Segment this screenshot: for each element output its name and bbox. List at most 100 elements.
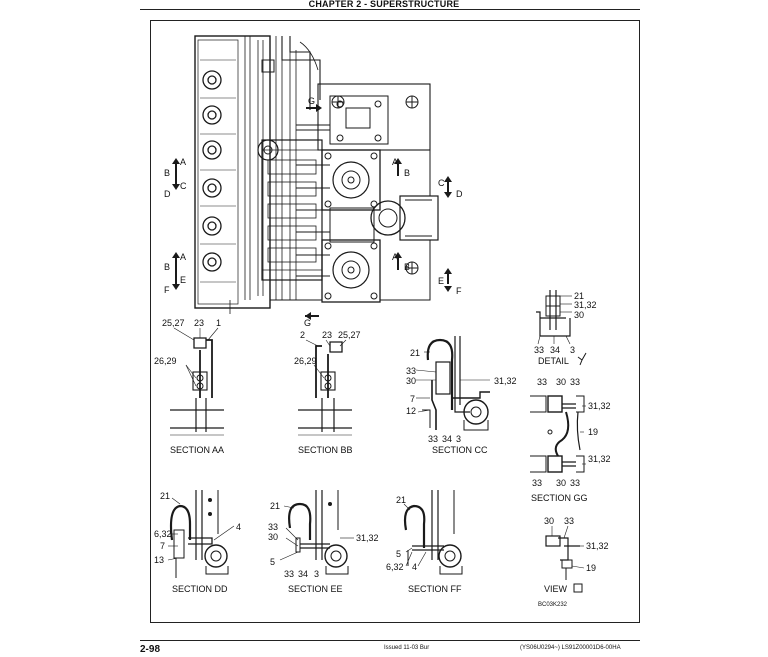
part-label: 31,32 xyxy=(574,300,597,310)
detail-view xyxy=(536,290,572,345)
part-label: 31,32 xyxy=(588,454,611,464)
section-bb xyxy=(298,339,352,436)
section-cut-markers xyxy=(172,104,452,320)
chapter-title: CHAPTER 2 - SUPERSTRUCTURE xyxy=(308,0,460,9)
section-dd-caption: SECTION DD xyxy=(172,584,228,594)
part-label: 5 xyxy=(396,549,401,559)
part-label: 33 xyxy=(268,522,278,532)
part-label: 30 xyxy=(268,532,278,542)
arrow-label-b: B xyxy=(164,168,170,178)
part-label: 3 xyxy=(456,434,461,444)
part-label: 19 xyxy=(588,427,598,437)
part-label: 21 xyxy=(396,495,406,505)
part-label: 34 xyxy=(442,434,452,444)
page-footer: 2-98 Issued 11-03 Bur (YS06U0294~) LS91Z… xyxy=(0,630,768,657)
page-header: CHAPTER 2 - SUPERSTRUCTURE xyxy=(0,0,768,10)
part-label: 23 xyxy=(194,318,204,328)
part-label: 30 xyxy=(556,377,566,387)
view-square-icon xyxy=(573,583,583,593)
part-label: 6,32 xyxy=(154,529,172,539)
header-rule xyxy=(140,9,640,10)
arrow-label-b4: B xyxy=(404,262,410,272)
part-label: 30 xyxy=(556,478,566,488)
arrow-label-a: A xyxy=(180,157,186,167)
part-label: 21 xyxy=(410,348,420,358)
section-cc-caption: SECTION CC xyxy=(432,445,488,455)
main-assembly xyxy=(194,35,439,314)
part-label: 23 xyxy=(322,330,332,340)
part-label: 34 xyxy=(298,569,308,579)
arrow-label-d2: D xyxy=(456,189,463,199)
section-gg-caption: SECTION GG xyxy=(531,493,588,503)
part-label: 31,32 xyxy=(586,541,609,551)
arrow-label-b3: B xyxy=(404,168,410,178)
arrow-label-e2: E xyxy=(438,276,444,286)
arrow-label-g: G xyxy=(308,96,315,106)
part-label: 25,27 xyxy=(162,318,185,328)
drawing-frame xyxy=(150,20,640,623)
part-label: 5 xyxy=(270,557,275,567)
part-label: 26,29 xyxy=(294,356,317,366)
part-label: 13 xyxy=(154,555,164,565)
part-label: 33 xyxy=(570,377,580,387)
view-symbols xyxy=(573,352,587,593)
part-label: 21 xyxy=(574,291,584,301)
part-label: 3 xyxy=(570,345,575,355)
part-label: 34 xyxy=(550,345,560,355)
arrow-label-b2: B xyxy=(164,262,170,272)
section-ee xyxy=(279,490,354,575)
part-label: 1 xyxy=(216,318,221,328)
part-label: 4 xyxy=(412,562,417,572)
section-gg xyxy=(530,395,586,473)
part-label: 33 xyxy=(537,377,547,387)
detail-check-icon xyxy=(577,352,587,366)
section-ee-caption: SECTION EE xyxy=(288,584,343,594)
part-label: 33 xyxy=(564,516,574,526)
arrow-label-c2: C xyxy=(438,178,445,188)
arrow-label-a4: A xyxy=(392,252,398,262)
part-label: 19 xyxy=(586,563,596,573)
part-label: 4 xyxy=(236,522,241,532)
part-label: 33 xyxy=(406,366,416,376)
part-label: 33 xyxy=(284,569,294,579)
part-label: 12 xyxy=(406,406,416,416)
document-reference: (YS06U0294~) LS91Z00001D6-00HA xyxy=(520,645,621,651)
part-label: 3 xyxy=(314,569,319,579)
part-label: 33 xyxy=(428,434,438,444)
part-label: 26,29 xyxy=(154,356,177,366)
arrow-label-g2: G xyxy=(304,318,311,328)
drawing-code: BC03K232 xyxy=(538,602,568,608)
part-label: 7 xyxy=(160,541,165,551)
part-label: 21 xyxy=(270,501,280,511)
detail-caption: DETAIL xyxy=(538,356,569,366)
page-number: 2-98 xyxy=(140,644,161,655)
view-caption: VIEW xyxy=(544,584,568,594)
view-detail xyxy=(545,525,585,580)
arrow-label-a3: A xyxy=(392,157,398,167)
arrow-label-f2: F xyxy=(456,286,462,296)
section-cc xyxy=(415,336,490,431)
part-label: 30 xyxy=(574,310,584,320)
section-bb-caption: SECTION BB xyxy=(298,445,353,455)
section-dd xyxy=(167,490,235,578)
part-label: 31,32 xyxy=(356,533,379,543)
part-label: 7 xyxy=(410,394,415,404)
section-ff xyxy=(403,490,463,575)
part-label: 31,32 xyxy=(494,376,517,386)
part-label: 30 xyxy=(406,376,416,386)
part-label: 21 xyxy=(160,491,170,501)
part-label: 25,27 xyxy=(338,330,361,340)
arrow-label-f: F xyxy=(164,285,170,295)
section-aa-caption: SECTION AA xyxy=(170,445,224,455)
section-aa xyxy=(170,327,224,436)
section-ff-caption: SECTION FF xyxy=(408,584,462,594)
arrow-label-a2: A xyxy=(180,252,186,262)
issued-info: Issued 11-03 Bur xyxy=(384,645,430,651)
footer-rule xyxy=(140,640,640,641)
arrow-label-e: E xyxy=(180,275,186,285)
part-label: 33 xyxy=(534,345,544,355)
part-label: 6,32 xyxy=(386,562,404,572)
arrow-label-d: D xyxy=(164,189,171,199)
part-label: 31,32 xyxy=(588,401,611,411)
